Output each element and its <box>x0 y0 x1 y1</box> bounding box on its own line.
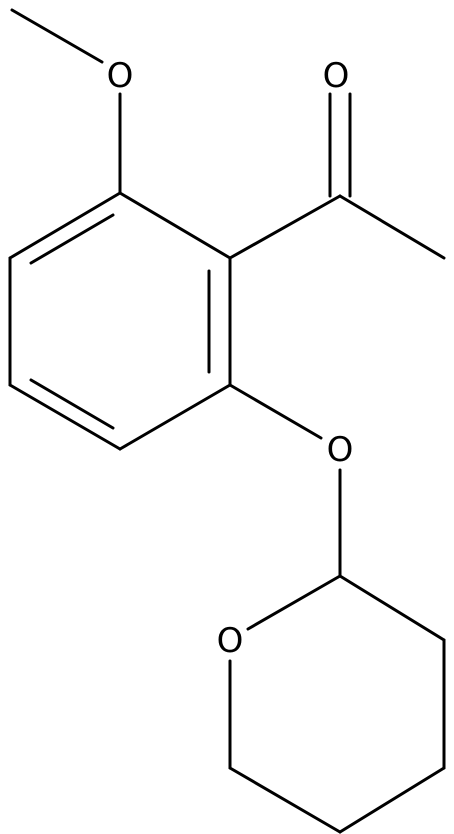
bond-ring-ether-o <box>228 383 323 440</box>
bond-ring-bottom-left <box>8 383 122 451</box>
bond-ring-bottom-left-inner <box>29 378 115 430</box>
bond-thp-c5-c4 <box>338 766 446 834</box>
atom-label-ring-oxygen: O <box>217 621 244 661</box>
bond-thp-c6-c5 <box>228 766 342 834</box>
tetrahydropyran-ring <box>228 574 446 834</box>
atom-label-ether-oxygen: O <box>327 430 354 470</box>
ether-link <box>228 383 342 578</box>
bond-ring-bottom-right <box>118 383 232 451</box>
bond-thp-c3-c2 <box>338 574 446 642</box>
methoxy-group <box>10 8 122 195</box>
bond-carbonyl-methyl <box>338 194 446 260</box>
benzene-ring <box>8 191 232 451</box>
acetyl-group <box>228 92 446 260</box>
bond-ring-top-right <box>118 191 232 260</box>
bond-ring-carbonyl-c <box>228 194 342 260</box>
bond-ring-top-left <box>8 191 122 260</box>
atom-label-methoxy-oxygen: O <box>107 56 134 96</box>
bond-methoxy-o-methyl <box>10 8 104 64</box>
bond-ring-top-left-inner <box>29 213 115 265</box>
bond-thp-c2-o <box>246 574 342 631</box>
atom-label-carbonyl-oxygen: O <box>323 56 350 96</box>
